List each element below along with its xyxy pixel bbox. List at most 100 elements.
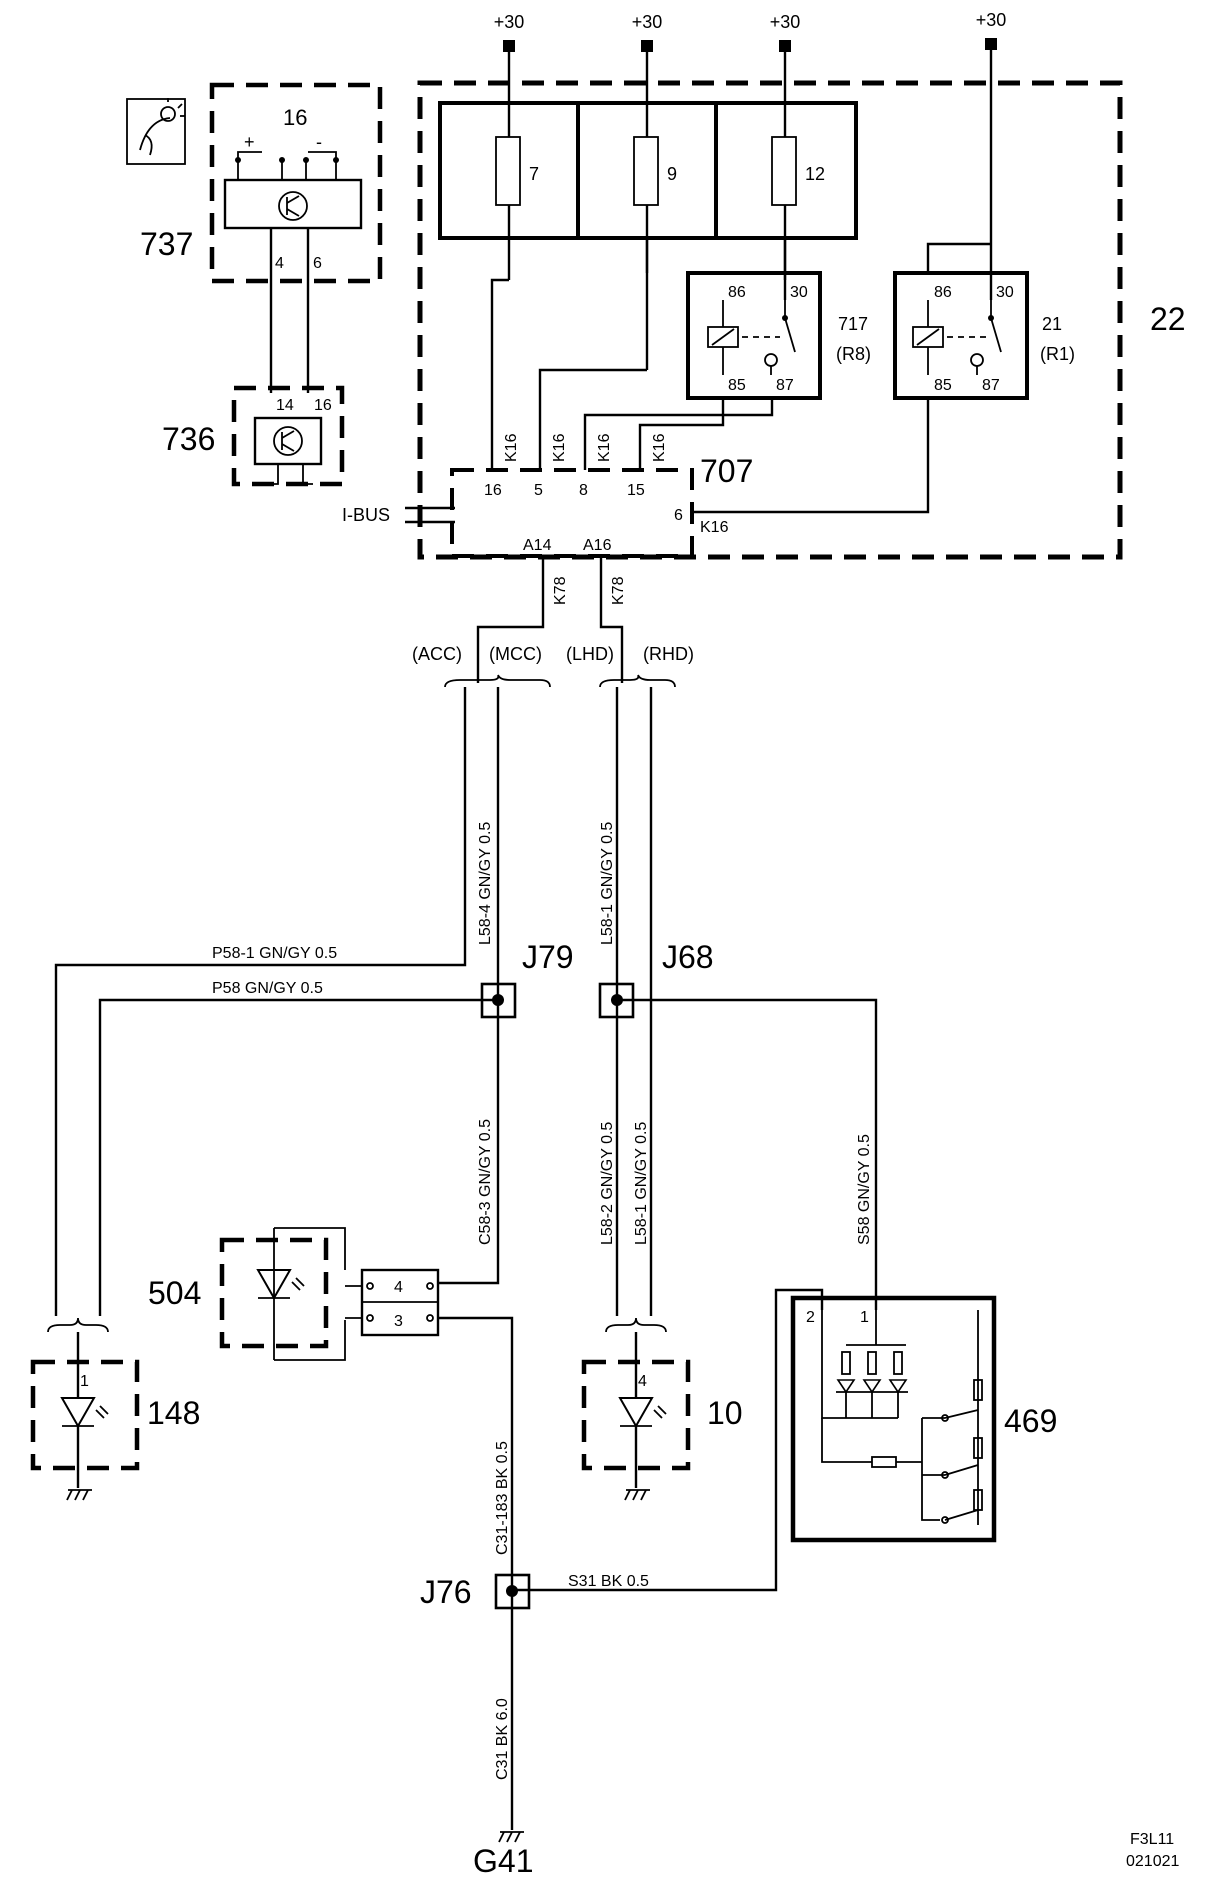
relay-717-switch <box>784 317 796 353</box>
ecu-pin-a14: A14 <box>523 537 552 554</box>
component-10-label: 10 <box>707 1395 743 1431</box>
wire-s58: S58 GN/GY 0.5 <box>856 1134 873 1245</box>
ground-10-icon <box>624 1489 650 1501</box>
component-504-label: 504 <box>148 1275 201 1311</box>
wire-l58-1-bot: L58-1 GN/GY 0.5 <box>633 1122 650 1245</box>
relay-717-pin-85: 85 <box>728 377 746 394</box>
fuse-7-label: 7 <box>529 164 539 184</box>
relay-21-frame <box>893 271 1029 400</box>
resistor-469 <box>871 1456 897 1468</box>
relay-21: 86 30 85 87 21 (R1) <box>893 271 1075 400</box>
wire-p58: P58 GN/GY 0.5 <box>212 980 323 997</box>
connector-504: 4 3 <box>360 1268 440 1337</box>
cable-k16-1: K16 <box>503 433 520 462</box>
variant-mcc: (MCC) <box>489 644 542 664</box>
wire-l58-2: L58-2 GN/GY 0.5 <box>599 1122 616 1245</box>
variant-brace-lhd-rhd <box>599 674 676 688</box>
sensor-icon-frame <box>126 98 186 165</box>
wire-l58-4: L58-4 GN/GY 0.5 <box>477 822 494 945</box>
drawing-code-1: F3L11 <box>1130 1831 1174 1848</box>
cable-k16-3: K16 <box>596 433 613 462</box>
connector-504-pin-4: 4 <box>394 1279 403 1296</box>
fuse-12-label: 12 <box>805 164 825 184</box>
junction-j68-label: J68 <box>662 939 714 975</box>
wire-c31: C31 BK 6.0 <box>494 1698 511 1780</box>
polarity-minus: - <box>316 132 322 152</box>
component-469-frame <box>790 1295 997 1543</box>
component-22-label: 22 <box>1150 301 1186 337</box>
supply-label-4: +30 <box>976 10 1007 30</box>
ecu-pin-16: 16 <box>484 482 502 499</box>
i-bus-connector: I-BUS <box>342 505 455 525</box>
relay-717: 86 30 85 87 717 (R8) <box>686 271 871 400</box>
brace-148 <box>47 1317 109 1333</box>
pin-148-1: 1 <box>80 1373 89 1390</box>
polarity-plus: + <box>244 132 255 152</box>
transistor-737-icon <box>278 191 308 221</box>
pin-469-1: 1 <box>860 1309 869 1326</box>
component-737-label: 737 <box>140 226 193 262</box>
junction-j79-label: J79 <box>522 939 574 975</box>
ecu-707-label: 707 <box>700 453 753 489</box>
ecu-pin-a16: A16 <box>583 537 612 554</box>
supply-terminal-1 <box>503 40 515 52</box>
ground-148-icon <box>66 1489 92 1501</box>
component-148-label: 148 <box>147 1395 200 1431</box>
component-148-border <box>30 1359 140 1471</box>
module-736 <box>253 416 323 466</box>
brace-10 <box>605 1317 667 1333</box>
cable-k16-4: K16 <box>651 433 668 462</box>
ecu-707-frame <box>450 468 694 558</box>
ecu-pin-6: 6 <box>674 507 683 524</box>
relay-21-pin-30: 30 <box>996 284 1014 301</box>
ground-g41-label: G41 <box>473 1843 533 1878</box>
supply-terminal-2 <box>641 40 653 52</box>
led-array-469-icon <box>836 1344 908 1418</box>
relay-21-ref: (R1) <box>1040 344 1075 364</box>
ecu-pin-8: 8 <box>579 482 588 499</box>
variant-rhd: (RHD) <box>643 644 694 664</box>
relay-717-ref: (R8) <box>836 344 871 364</box>
relay-21-switch <box>990 317 1002 353</box>
variant-brace-acc-mcc <box>444 674 551 688</box>
supply-terminals: +30 +30 +30 +30 <box>494 10 1007 52</box>
wire-c31-183: C31-183 BK 0.5 <box>494 1441 511 1555</box>
cable-k16-5: K16 <box>700 519 729 536</box>
ecu-707: 707 16 5 8 15 6 A14 A16 <box>450 453 753 558</box>
supply-label-3: +30 <box>770 12 801 32</box>
wire-s31: S31 BK 0.5 <box>568 1573 649 1590</box>
pin-737-6: 6 <box>313 255 322 272</box>
led-10-icon <box>618 1397 667 1429</box>
transistor-736-icon <box>273 426 303 456</box>
led-148-icon <box>60 1397 109 1429</box>
relay-717-pin-86: 86 <box>728 284 746 301</box>
connector-737-pins <box>235 157 339 180</box>
cable-k16-2: K16 <box>551 433 568 462</box>
variant-lhd: (LHD) <box>566 644 614 664</box>
ecu-pin-5: 5 <box>534 482 543 499</box>
wire-c58-3: C58-3 GN/GY 0.5 <box>477 1119 494 1245</box>
relay-717-label: 717 <box>838 314 868 334</box>
relay-717-pin-87: 87 <box>776 377 794 394</box>
variant-acc: (ACC) <box>412 644 462 664</box>
supply-terminal-3 <box>779 40 791 52</box>
wire-l58-1-top: L58-1 GN/GY 0.5 <box>599 822 616 945</box>
fuse-12 <box>771 136 797 206</box>
relay-21-pin-85: 85 <box>934 377 952 394</box>
fuse-9 <box>633 136 659 206</box>
junction-j76: J76 <box>420 1573 531 1610</box>
component-16-label: 16 <box>283 105 307 130</box>
junction-j68: J68 <box>598 939 714 1019</box>
switch-ladder-469 <box>921 1310 983 1525</box>
pin-736-16: 16 <box>314 397 332 414</box>
pin-737-4: 4 <box>275 255 284 272</box>
cable-k78-2: K78 <box>610 576 627 605</box>
relay-21-label: 21 <box>1042 314 1062 334</box>
fuse-9-label: 9 <box>667 164 677 184</box>
component-736-label: 736 <box>162 421 215 457</box>
cable-k78-1: K78 <box>552 576 569 605</box>
pin-10-4: 4 <box>638 1373 647 1390</box>
led-504-icon <box>256 1269 305 1301</box>
wire-p58-1: P58-1 GN/GY 0.5 <box>212 945 337 962</box>
pin-469-2: 2 <box>806 1309 815 1326</box>
